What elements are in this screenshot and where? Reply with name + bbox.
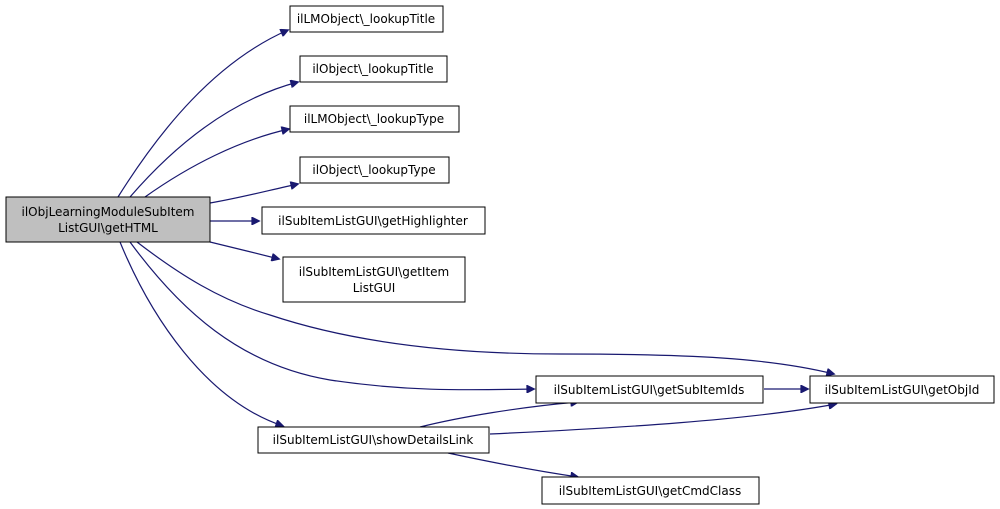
- edge-root-lm-lookupTitle: [117, 30, 288, 198]
- node-lm-lookupTitle-label: ilLMObject\_lookupTitle: [297, 12, 435, 26]
- node-getItemListGUI-label-2: ListGUI: [353, 281, 396, 295]
- edge-showDetailsLink-getCmdClass: [447, 452, 578, 477]
- node-obj-lookupTitle[interactable]: ilObject\_lookupTitle: [299, 55, 448, 83]
- node-getCmdClass-label: ilSubItemListGUI\getCmdClass: [559, 484, 741, 498]
- edge-root-getItemListGUI: [209, 241, 279, 259]
- node-root-label-2: ListGUI\getHTML: [58, 221, 158, 235]
- node-getItemListGUI[interactable]: ilSubItemListGUI\getItem ListGUI: [282, 256, 466, 303]
- node-root-label-1: ilObjLearningModuleSubItem: [22, 205, 195, 219]
- node-getSubItemIds-label: ilSubItemListGUI\getSubItemIds: [554, 383, 745, 397]
- edge-root-lm-lookupType: [144, 129, 289, 198]
- node-lm-lookupType-label: ilLMObject\_lookupType: [304, 112, 444, 126]
- node-getSubItemIds[interactable]: ilSubItemListGUI\getSubItemIds: [535, 375, 764, 404]
- node-showDetailsLink[interactable]: ilSubItemListGUI\showDetailsLink: [257, 426, 490, 454]
- edge-root-getObjId: [136, 241, 834, 374]
- node-getCmdClass[interactable]: ilSubItemListGUI\getCmdClass: [541, 476, 760, 505]
- node-getObjId-label: ilSubItemListGUI\getObjId: [825, 383, 980, 397]
- edge-showDetailsLink-getSubItemIds: [419, 402, 578, 428]
- node-lm-lookupType[interactable]: ilLMObject\_lookupType: [289, 105, 460, 133]
- edge-root-obj-lookupType: [209, 184, 298, 204]
- node-lm-lookupTitle[interactable]: ilLMObject\_lookupTitle: [289, 5, 444, 33]
- edge-root-getSubItemIds: [129, 241, 534, 390]
- node-getHighlighter-label: ilSubItemListGUI\getHighlighter: [278, 214, 468, 228]
- node-root-getHTML[interactable]: ilObjLearningModuleSubItem ListGUI\getHT…: [5, 196, 211, 243]
- node-getItemListGUI-label-1: ilSubItemListGUI\getItem: [299, 265, 450, 279]
- node-obj-lookupTitle-label: ilObject\_lookupTitle: [312, 62, 433, 76]
- edge-showDetailsLink-getObjId: [489, 404, 836, 435]
- node-getHighlighter[interactable]: ilSubItemListGUI\getHighlighter: [261, 206, 486, 235]
- node-getObjId[interactable]: ilSubItemListGUI\getObjId: [809, 375, 995, 404]
- node-obj-lookupType[interactable]: ilObject\_lookupType: [299, 156, 450, 184]
- node-obj-lookupType-label: ilObject\_lookupType: [312, 163, 435, 177]
- node-showDetailsLink-label: ilSubItemListGUI\showDetailsLink: [273, 433, 474, 447]
- edges: [117, 30, 836, 477]
- edge-root-obj-lookupTitle: [129, 82, 298, 198]
- edge-root-showDetailsLink: [119, 241, 283, 426]
